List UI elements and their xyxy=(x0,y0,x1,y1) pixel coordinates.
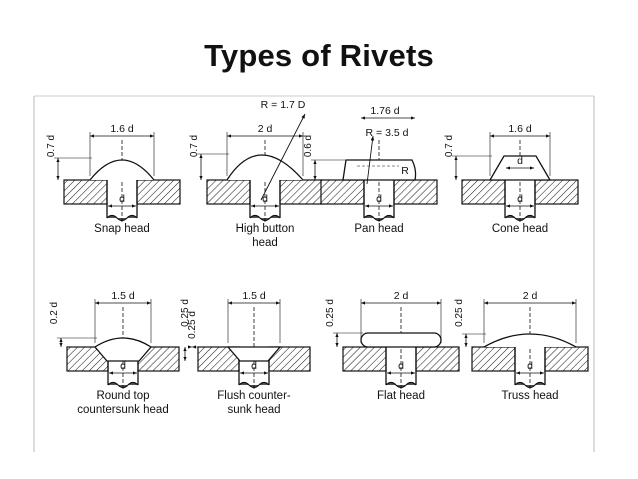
plate-right xyxy=(534,179,579,205)
plate-right xyxy=(136,179,181,205)
head-shape xyxy=(360,332,442,348)
rivet-name-line-1: Cone head xyxy=(492,223,548,235)
top-dim-label: 1.76 d xyxy=(370,105,399,117)
rivet-name-line-1: Snap head xyxy=(94,223,150,235)
rivet-1: d 1.6 d 0.7 d Snap head xyxy=(46,123,181,235)
rivet-8: d 2 d 0.25 d Truss head xyxy=(454,290,589,402)
radius-line xyxy=(260,113,306,201)
left-v-label: 0.2 d xyxy=(49,302,60,324)
head-shape xyxy=(483,333,577,348)
head-shape xyxy=(94,337,152,362)
rivet-name-line-1: Round top xyxy=(96,390,149,402)
shank-dim-label: d xyxy=(527,360,533,372)
rivet-5: d 1.5 d 0.2 d 0.25 d Round top countersunk he… xyxy=(49,290,198,416)
radius-label: R = 3.5 d xyxy=(366,127,409,139)
width-dim-label: 2 d xyxy=(523,290,538,302)
shank-dim-label: d xyxy=(262,193,268,205)
slide-title: Types of Rivets xyxy=(204,38,434,73)
plate-right xyxy=(415,346,460,372)
plate-left xyxy=(320,179,365,205)
width-dim-label: 2 d xyxy=(394,290,409,302)
plate-right xyxy=(393,179,438,205)
radius-label: R = 1.7 D xyxy=(261,99,306,111)
head-shape xyxy=(226,154,304,181)
head-shape xyxy=(342,159,417,181)
inner-r-label: R xyxy=(401,165,409,177)
left-v-label: 0.7 d xyxy=(46,135,57,157)
shank-dim-label: d xyxy=(251,360,257,372)
width-dim-label: 2 d xyxy=(258,123,273,135)
shank-dim-label: d xyxy=(120,360,126,372)
rivet-name-line-1: Flat head xyxy=(377,390,425,402)
shank xyxy=(514,347,546,385)
shank-dim-label: d xyxy=(376,193,382,205)
head-shape xyxy=(89,159,155,181)
left-v-label: 0.25 d xyxy=(180,299,191,327)
inner-dim-label: d xyxy=(517,155,523,167)
left-v-label: 0.25 d xyxy=(325,299,336,327)
plate-left xyxy=(461,179,506,205)
plate-left xyxy=(342,346,387,372)
rivet-name-line-2: head xyxy=(252,237,278,249)
rivet-name-line-1: Truss head xyxy=(501,390,558,402)
left-v-label: 0.6 d xyxy=(303,135,314,157)
radius-line xyxy=(366,135,375,185)
rivet-name-line-1: High button xyxy=(236,223,295,235)
plate-left xyxy=(206,179,251,205)
rivet-7: d 2 d 0.25 d Flat head xyxy=(325,290,460,402)
plate-left xyxy=(471,346,516,372)
rivet-name-line-1: Flush counter- xyxy=(217,390,291,402)
left-v-label: 0.7 d xyxy=(444,135,455,157)
shank xyxy=(106,180,138,218)
rivet-name-line-2: sunk head xyxy=(227,404,280,416)
width-dim-label: 1.6 d xyxy=(508,123,532,135)
shank xyxy=(504,180,536,218)
left-v-label: 0.25 d xyxy=(454,299,465,327)
rivet-4: d d 1.6 d 0.7 d Cone head xyxy=(444,123,579,235)
rivet-2: d R = 1.7 D 2 d 0.7 d High button head xyxy=(189,99,324,249)
shank-dim-label: d xyxy=(517,193,523,205)
width-dim-label: 1.5 d xyxy=(111,290,135,302)
shank xyxy=(363,180,395,218)
rivet-name-line-1: Pan head xyxy=(354,223,403,235)
shank-dim-label: d xyxy=(119,193,125,205)
shank-dim-label: d xyxy=(398,360,404,372)
rivet-3: d R = 3.5 d R 1.76 d 0.6 d Pan head xyxy=(303,105,438,235)
shank xyxy=(249,180,281,218)
rivet-name-line-2: countersunk head xyxy=(77,404,168,416)
rivet-6: d 1.5 d 0.25 d Flush counter-sunk head xyxy=(180,290,311,416)
plate-right xyxy=(544,346,589,372)
plate-right xyxy=(279,179,324,205)
shank xyxy=(385,347,417,385)
right-v-label: 0.25 d xyxy=(187,311,198,339)
width-dim-label: 1.5 d xyxy=(242,290,266,302)
plate-left xyxy=(63,179,108,205)
width-dim-label: 1.6 d xyxy=(110,123,134,135)
left-v-label: 0.7 d xyxy=(189,135,200,157)
head-shape xyxy=(226,346,282,362)
